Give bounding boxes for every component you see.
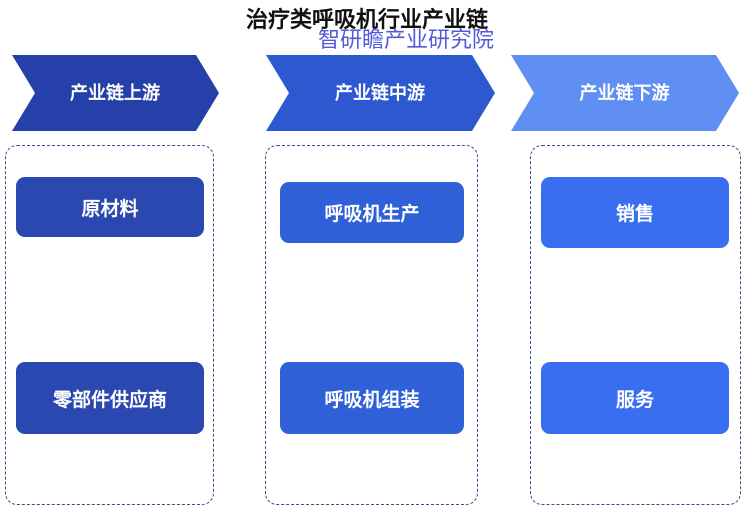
item-service: 服务 (541, 362, 729, 434)
stage-label-upstream: 产业链上游 (70, 83, 160, 104)
item-raw-materials: 原材料 (16, 177, 204, 237)
upstream-group-box (5, 145, 214, 505)
item-sales: 销售 (541, 177, 729, 248)
stage-label-midstream: 产业链中游 (335, 83, 425, 104)
item-ventilator-production: 呼吸机生产 (280, 182, 464, 243)
watermark: 智研瞻产业研究院 (318, 28, 495, 53)
item-ventilator-assembly: 呼吸机组装 (280, 362, 464, 434)
downstream-group-box (530, 145, 741, 505)
diagram-title: 治疗类呼吸机行业产业链 (245, 8, 488, 33)
midstream-group-box (265, 145, 478, 505)
item-parts-suppliers: 零部件供应商 (16, 362, 204, 434)
stage-label-downstream: 产业链下游 (579, 83, 670, 104)
